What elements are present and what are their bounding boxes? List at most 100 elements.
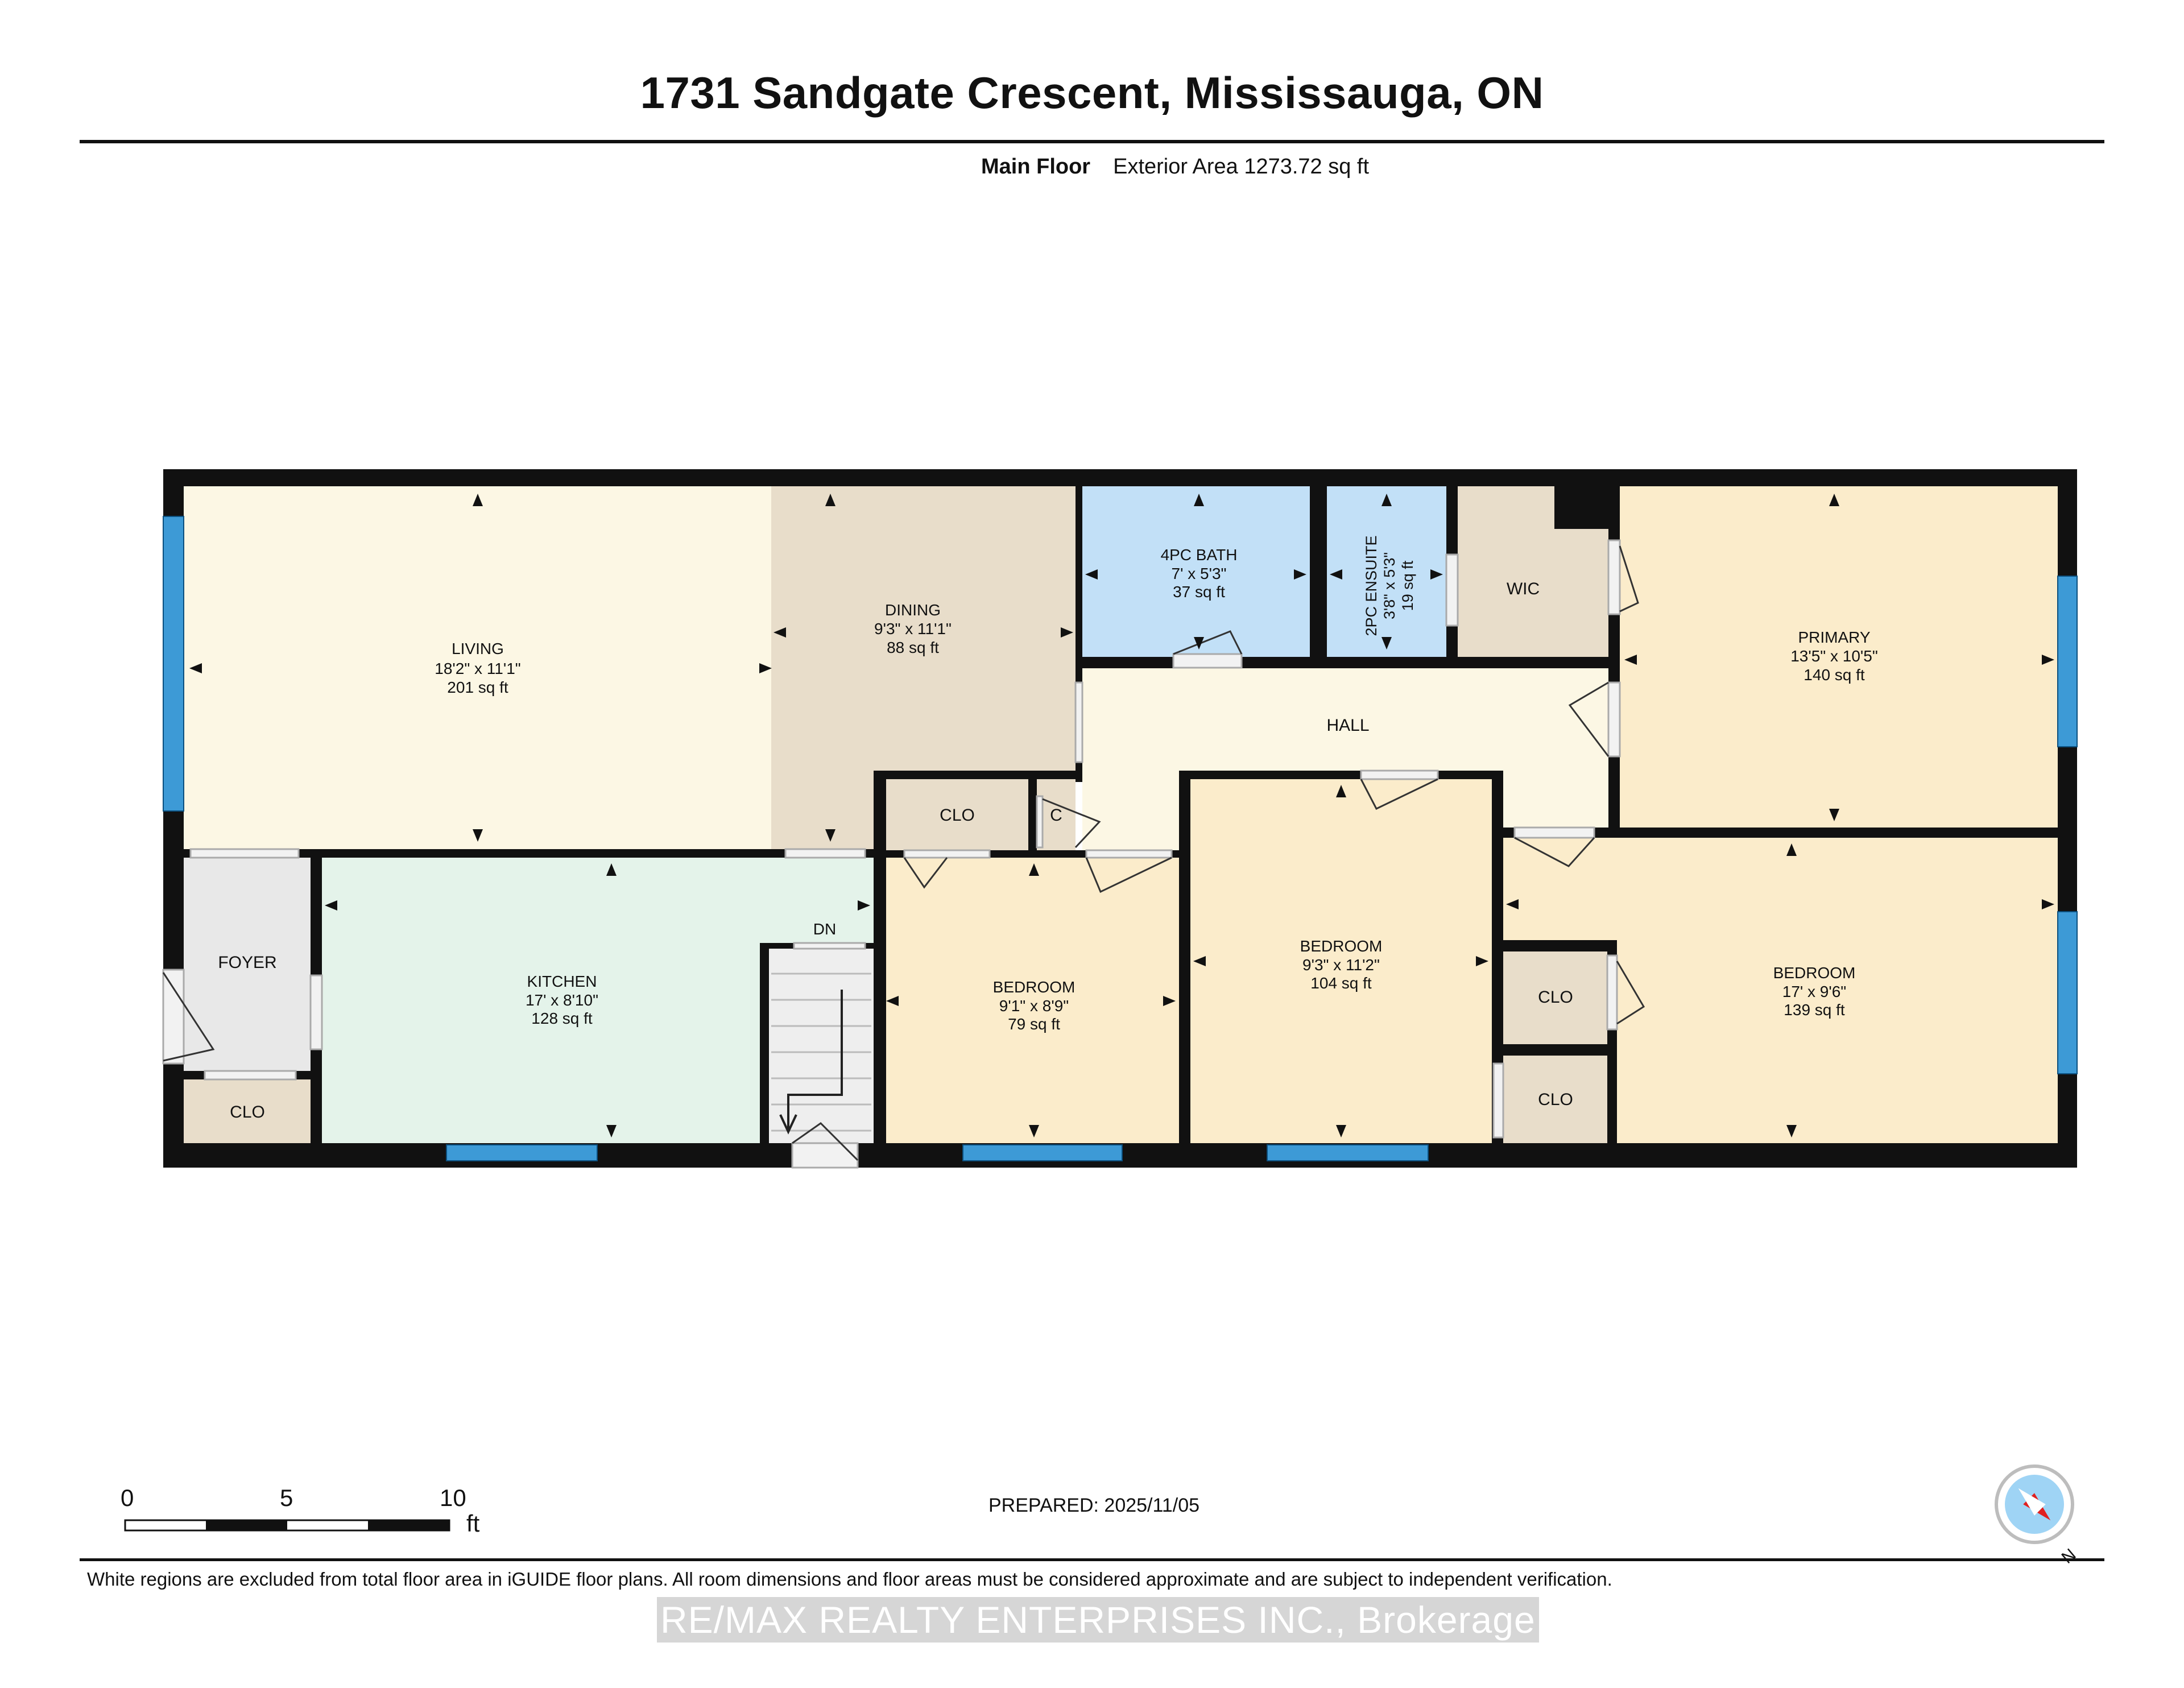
- clo-b3b-name: CLO: [1538, 1090, 1573, 1109]
- room-fills: [184, 486, 2058, 1143]
- primary-dims: 13'5" x 10'5": [1790, 647, 1878, 665]
- ensuite-name: 2PC ENSUITE: [1363, 535, 1380, 636]
- bedroom2-area: 104 sq ft: [1310, 974, 1372, 992]
- dimension-arrowhead: [774, 627, 786, 638]
- dimension-arrowhead: [1193, 956, 1206, 966]
- dimension-arrowhead: [2042, 899, 2054, 909]
- dimension-arrowhead: [1029, 1125, 1039, 1137]
- stair-arrowhead: [779, 1114, 797, 1135]
- hall-name: HALL: [1326, 716, 1369, 735]
- clo-mid-name: CLO: [940, 806, 975, 825]
- clo-b3a-name: CLO: [1538, 988, 1573, 1007]
- door-swings: [162, 545, 1645, 1161]
- dimension-arrowhead: [858, 900, 870, 911]
- dimension-arrowhead: [1381, 494, 1392, 506]
- ensuite-area: 19 sq ft: [1399, 560, 1416, 611]
- dimension-arrowhead: [1194, 494, 1204, 506]
- bedroom2-name: BEDROOM: [1300, 937, 1383, 955]
- door-openings: [162, 539, 1621, 1169]
- bedroom1-fill: [883, 858, 1179, 1143]
- bedroom3-dims: 17' x 9'6": [1782, 983, 1846, 1000]
- dimension-arrowhead: [2042, 655, 2054, 665]
- dimension-arrowhead: [1194, 637, 1204, 649]
- dimension-arrowhead: [1786, 1125, 1797, 1137]
- clo-foyer-name: CLO: [230, 1103, 265, 1122]
- dimension-arrowhead: [1624, 655, 1637, 665]
- dimension-arrowhead: [1829, 809, 1839, 821]
- kitchen-dims: 17' x 8'10": [526, 991, 598, 1009]
- dimension-arrowhead: [825, 494, 835, 506]
- dimension-arrowhead: [1029, 863, 1039, 876]
- floor-label: Main Floor: [981, 155, 1091, 179]
- scale-unit: ft: [466, 1510, 480, 1537]
- bedroom2-fill: [1190, 779, 1492, 1143]
- clo-b3a-fill: [1503, 951, 1607, 1044]
- floor-subtitle: Main Floor Exterior Area 1273.72 sq ft: [981, 155, 1369, 179]
- dimension-arrowhead: [473, 829, 483, 842]
- dimension-arrowhead: [1381, 637, 1392, 649]
- bath4-name: 4PC BATH: [1161, 546, 1238, 564]
- wic-name: WIC: [1507, 580, 1540, 598]
- bedroom3-name: BEDROOM: [1773, 964, 1856, 982]
- ensuite-fill: [1327, 486, 1446, 657]
- bedroom1-name: BEDROOM: [993, 978, 1076, 996]
- dimension-arrows: [189, 494, 2054, 1137]
- scale-tick-10: 10: [440, 1484, 466, 1511]
- dimension-arrowhead: [886, 996, 899, 1006]
- brokerage-watermark: RE/MAX REALTY ENTERPRISES INC., Brokerag…: [657, 1597, 1539, 1643]
- primary-name: PRIMARY: [1798, 628, 1870, 646]
- dimension-arrowhead: [1085, 569, 1098, 580]
- dimension-arrowhead: [1336, 785, 1346, 797]
- clo-mid-fill: [886, 779, 1028, 850]
- bedroom1-area: 79 sq ft: [1008, 1015, 1060, 1033]
- clo-b3b-fill: [1503, 1056, 1607, 1143]
- dimension-arrowhead: [473, 494, 483, 506]
- stairs-fill: [769, 949, 874, 1143]
- dining-area: 88 sq ft: [887, 639, 939, 656]
- scale-tick-5: 5: [280, 1484, 293, 1511]
- compass-icon: N: [1995, 1464, 2080, 1567]
- scale-bar: [124, 1519, 450, 1532]
- compass-north-label: N: [2058, 1545, 2080, 1567]
- c-small-name: C: [1050, 806, 1062, 825]
- dimension-arrowhead: [1430, 569, 1443, 580]
- stairs-label: DN: [813, 920, 836, 938]
- dimension-arrowhead: [1294, 569, 1306, 580]
- living-name: LIVING: [452, 640, 504, 657]
- dimension-arrowhead: [825, 829, 835, 842]
- windows: [163, 516, 2078, 1161]
- title-rule: [80, 140, 2104, 143]
- dimension-arrowhead: [1336, 1125, 1346, 1137]
- dimension-arrowhead: [325, 900, 337, 911]
- exterior-area: Exterior Area 1273.72 sq ft: [1113, 155, 1370, 179]
- primary-fill: [1620, 486, 2058, 828]
- kitchen-area: 128 sq ft: [531, 1010, 593, 1027]
- ensuite-dims: 3'8" x 5'3": [1381, 552, 1398, 619]
- bedroom3-area: 139 sq ft: [1784, 1001, 1845, 1019]
- dining-dims: 9'3" x 11'1": [874, 620, 952, 638]
- dimension-arrowhead: [189, 663, 202, 673]
- page-title: 1731 Sandgate Crescent, Mississauga, ON: [640, 68, 1544, 118]
- dimension-arrowhead: [1786, 843, 1797, 856]
- primary-area: 140 sq ft: [1804, 666, 1865, 684]
- living-fill: [184, 486, 771, 849]
- living-area: 201 sq ft: [447, 678, 508, 696]
- bath4-dims: 7' x 5'3": [1172, 565, 1227, 582]
- bath4-fill: [1082, 486, 1310, 657]
- disclaimer-text: White regions are excluded from total fl…: [87, 1569, 1612, 1590]
- room-labels: LIVING 18'2" x 11'1" 201 sq ft DINING 9'…: [218, 535, 1877, 1122]
- dimension-arrowhead: [1330, 569, 1342, 580]
- prepared-date: PREPARED: 2025/11/05: [988, 1495, 1200, 1516]
- dimension-arrowhead: [606, 1125, 617, 1137]
- dimension-arrowhead: [759, 663, 772, 673]
- footer-rule: [80, 1558, 2104, 1561]
- dimension-arrowhead: [1476, 956, 1488, 966]
- bath4-area: 37 sq ft: [1173, 583, 1225, 601]
- foyer-name: FOYER: [218, 953, 276, 972]
- stair-direction-arrow: [787, 990, 843, 1129]
- dimension-arrowhead: [1829, 494, 1839, 506]
- living-dims: 18'2" x 11'1": [435, 660, 520, 677]
- dining-name: DINING: [885, 601, 941, 619]
- dimension-arrowhead: [606, 863, 617, 876]
